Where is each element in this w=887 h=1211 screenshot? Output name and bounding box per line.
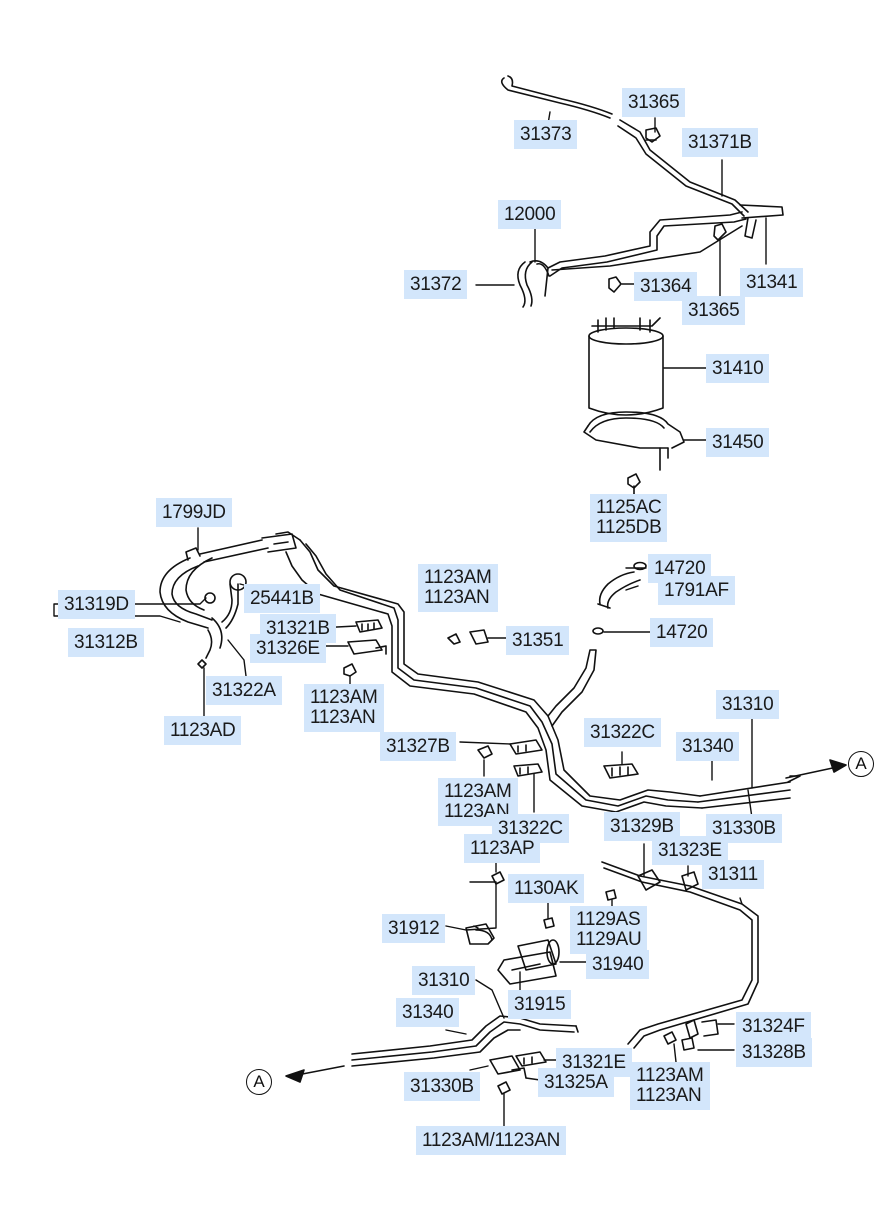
label-1123ap: 1123AP — [464, 834, 541, 863]
bolt-1129as — [605, 889, 617, 901]
label-1123am-b: 1123AM — [310, 687, 378, 708]
label-31340-top: 31340 — [676, 732, 740, 761]
label-31410: 31410 — [706, 354, 770, 383]
clip-31326e — [347, 639, 387, 655]
clip-31365-bottom — [713, 223, 727, 241]
clip-31327b — [509, 739, 543, 755]
label-31351: 31351 — [506, 626, 570, 655]
bolt-1123am-c — [477, 745, 493, 759]
marker-a-left: A — [246, 1069, 272, 1095]
clip-31328b — [681, 1037, 695, 1051]
label-31324f: 31324F — [736, 1012, 811, 1041]
label-25441b: 25441B — [244, 584, 320, 613]
label-1129as: 1129AS — [576, 909, 641, 930]
label-12000: 12000 — [498, 200, 562, 229]
hose-31371b — [617, 119, 784, 239]
label-1130ak: 1130AK — [508, 874, 585, 903]
label-1123an-a: 1123AN — [424, 587, 490, 608]
label-31311: 31311 — [702, 860, 764, 889]
line-to-canister — [547, 211, 747, 277]
label-31912: 31912 — [382, 914, 446, 943]
label-31365-top: 31365 — [622, 88, 686, 117]
pump-31940 — [497, 939, 560, 985]
bolt-1130ak — [543, 917, 555, 929]
label-31312b: 31312B — [68, 628, 144, 657]
arrow-to-a-left — [285, 1065, 345, 1083]
label-1125ac: 1125AC — [596, 497, 662, 518]
label-31340-bottom: 31340 — [396, 998, 460, 1027]
clip-31325a — [489, 1055, 527, 1079]
label-31310-bottom: 31310 — [412, 966, 476, 995]
label-31341: 31341 — [740, 268, 804, 297]
line-31311 — [601, 861, 759, 1049]
bracket-31351 — [447, 629, 489, 645]
bolt-1123am-e — [663, 1031, 677, 1045]
label-31323e: 31323E — [652, 836, 728, 865]
label-31450: 31450 — [706, 428, 770, 457]
label-31319d: 31319D — [58, 590, 135, 619]
label-31372: 31372 — [404, 270, 468, 299]
label-1125db: 1125DB — [596, 517, 662, 538]
label-31322c-top: 31322C — [584, 718, 661, 747]
label-31365-bottom: 31365 — [682, 296, 746, 325]
clip-31321e — [515, 1051, 547, 1067]
label-31371b: 31371B — [682, 128, 758, 157]
label-31327b: 31327B — [380, 732, 456, 761]
label-31940: 31940 — [586, 950, 650, 979]
label-1129au: 1129AU — [576, 929, 642, 950]
label-1799jd: 1799JD — [156, 498, 232, 527]
bolt-1123am-a — [343, 663, 357, 677]
label-1123an-d: 1123AN — [636, 1085, 702, 1106]
hose-31373 — [500, 75, 613, 119]
label-14720-bottom: 14720 — [650, 618, 714, 647]
band-31450 — [583, 411, 685, 471]
label-31373: 31373 — [514, 120, 578, 149]
label-1123am-d: 1123AM — [636, 1065, 704, 1086]
label-31322a: 31322A — [206, 676, 282, 705]
hose-1791af — [592, 561, 647, 635]
bolt-1123am-d — [497, 1081, 511, 1095]
feed-lines-lower — [351, 1015, 579, 1067]
label-31325a: 31325A — [538, 1068, 614, 1097]
clip-31364 — [608, 276, 622, 293]
arrow-to-a-right — [785, 759, 847, 783]
label-31330b-bottom: 31330B — [404, 1072, 480, 1101]
hose-12000 — [517, 260, 550, 308]
bolt-1125ac — [627, 473, 641, 495]
canister-31410 — [588, 317, 664, 416]
label-1123an-b: 1123AN — [310, 707, 376, 728]
hose-assembly-left — [159, 533, 297, 669]
label-31326e: 31326E — [250, 634, 326, 663]
label-1123am-1123an-slash: 1123AM/1123AN — [416, 1126, 566, 1155]
label-31330b-top: 31330B — [706, 814, 782, 843]
label-1123ad: 1123AD — [164, 716, 242, 745]
label-31328b: 31328B — [736, 1038, 812, 1067]
clip-31365-top — [645, 127, 661, 143]
label-1123am-c: 1123AM — [444, 781, 512, 802]
label-1123am-a: 1123AM — [424, 567, 492, 588]
clip-31322c-lower — [513, 763, 543, 777]
marker-a-right: A — [848, 751, 874, 777]
label-31915: 31915 — [508, 990, 572, 1019]
clip-31322c-upper — [603, 763, 639, 779]
clip-31321b — [355, 619, 383, 633]
label-31310-top: 31310 — [716, 690, 780, 719]
label-1791af: 1791AF — [658, 576, 735, 605]
bracket-31912 — [465, 923, 495, 945]
clip-31324f — [685, 1019, 719, 1039]
